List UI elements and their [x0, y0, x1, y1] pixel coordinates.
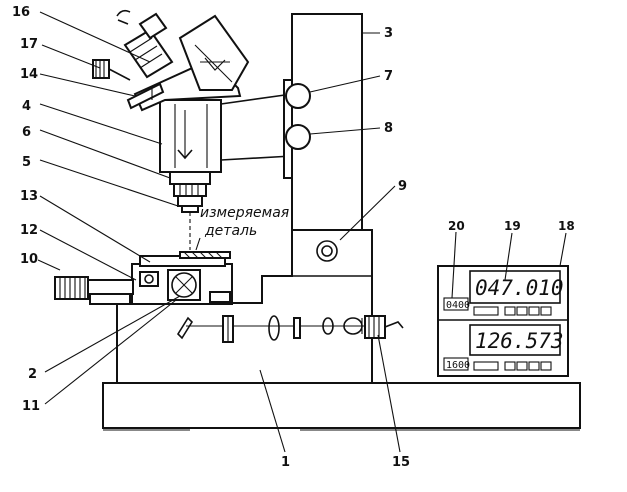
arm-bracket [220, 79, 311, 179]
callout-3: 3 [384, 26, 393, 41]
callout-14: 14 [20, 67, 38, 82]
callout-17: 17 [20, 37, 38, 52]
part-label-line1: измеряемая [200, 205, 289, 221]
callout-12: 12 [20, 223, 38, 238]
display-bottom-value: 126.573 [475, 329, 564, 353]
callout-1: 1 [281, 455, 290, 470]
callout-11: 11 [22, 399, 40, 414]
callout-19: 19 [504, 219, 521, 233]
lower-housing [316, 240, 338, 262]
display-top-value: 047.010 [475, 276, 564, 300]
stage-assembly [54, 251, 233, 305]
counter-bottom-value: 1600 [446, 360, 470, 371]
microscope-tube [159, 99, 222, 250]
eyepiece-head [92, 9, 250, 112]
base-plate [102, 382, 581, 431]
callout-8: 8 [384, 121, 393, 136]
part-annotation: измеряемая деталь [195, 205, 289, 251]
instrument-body [116, 229, 373, 384]
callout-10: 10 [20, 252, 38, 267]
callout-20: 20 [448, 219, 465, 233]
callout-7: 7 [384, 69, 393, 84]
callout-9: 9 [398, 179, 407, 194]
leader-lines [37, 11, 567, 453]
callout-13: 13 [20, 189, 38, 204]
callout-6: 6 [22, 125, 31, 140]
display-bottom-window [469, 324, 561, 356]
callout-4: 4 [22, 99, 31, 114]
part-label-line2: деталь [204, 223, 257, 239]
callout-18: 18 [558, 219, 575, 233]
counter-top-value: 0400 [446, 300, 470, 311]
callout-15: 15 [392, 455, 410, 470]
digital-readout: 047.010 126.573 0400 1600 [437, 265, 569, 377]
callout-5: 5 [22, 155, 31, 170]
display-top-window [469, 270, 561, 304]
illumination-optics [176, 315, 404, 343]
callout-2: 2 [28, 367, 37, 382]
callout-labels: 16 17 14 4 6 5 13 12 10 2 11 3 7 8 9 20 … [12, 5, 575, 470]
callout-16: 16 [12, 5, 30, 20]
